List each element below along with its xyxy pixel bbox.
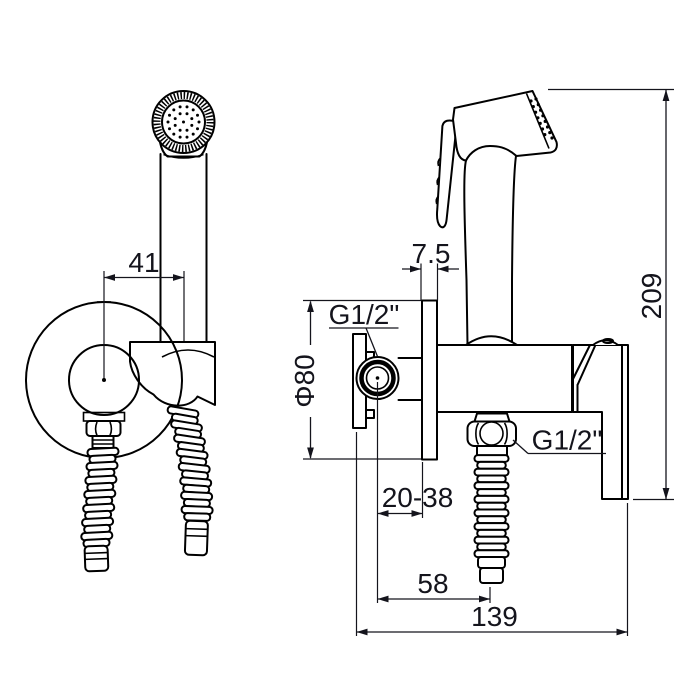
dimension-wall-depth-range: 20-38 (376, 382, 454, 603)
holder-hose-front (166, 404, 214, 557)
dimension-overall-depth: 139 (355, 432, 629, 636)
dimension-plate-thickness: 7.5 (402, 238, 459, 301)
outlet-fitting-front (82, 411, 126, 449)
outlet-hose-front (80, 446, 120, 573)
outlet-hose-side (473, 454, 510, 584)
dim-label-outlet-thread: G1/2" (532, 425, 603, 456)
dimensions: 41 7.5 G1/2" Φ80 (102, 88, 674, 636)
dim-label-outlet-offset: 58 (417, 568, 448, 599)
dimension-handle-offset: 41 (102, 247, 185, 382)
dim-label-handle-offset: 41 (128, 247, 159, 278)
dim-label-plate-diameter: Φ80 (289, 354, 320, 407)
handle-socket-dome (465, 335, 518, 346)
spray-face-edge-dots (529, 97, 554, 140)
dimension-overall-height: 209 (548, 88, 674, 501)
inlet-pipe-side (397, 357, 423, 401)
sprayer-head-front (151, 90, 216, 159)
valve-body-side (436, 344, 573, 413)
sprayer-handle-front (159, 153, 208, 343)
dim-label-inlet-thread: G1/2" (329, 299, 400, 330)
sprayer-holder-front (129, 341, 216, 407)
holder-brace (571, 344, 596, 413)
sprayer-holder-side (572, 338, 629, 500)
dim-label-overall-height: 209 (636, 273, 667, 320)
front-view (25, 90, 216, 573)
side-view (352, 90, 629, 584)
dimension-outlet-offset: 58 (377, 568, 491, 603)
dimension-plate-diameter: Φ80 (289, 299, 421, 460)
label-outlet-thread: G1/2" (512, 425, 606, 456)
trigger-lever-side (435, 119, 458, 229)
wall-plate-side (421, 299, 438, 461)
sprayer-handle-side (463, 155, 517, 346)
outlet-nut-side (466, 412, 517, 460)
sprayer-head-side (452, 90, 558, 162)
spray-face-dots (166, 105, 201, 139)
dim-label-overall-depth: 139 (471, 601, 518, 632)
dim-label-plate-thickness: 7.5 (412, 238, 451, 269)
dim-label-wall-depth-range: 20-38 (382, 482, 454, 513)
label-inlet-thread: G1/2" (329, 299, 400, 357)
